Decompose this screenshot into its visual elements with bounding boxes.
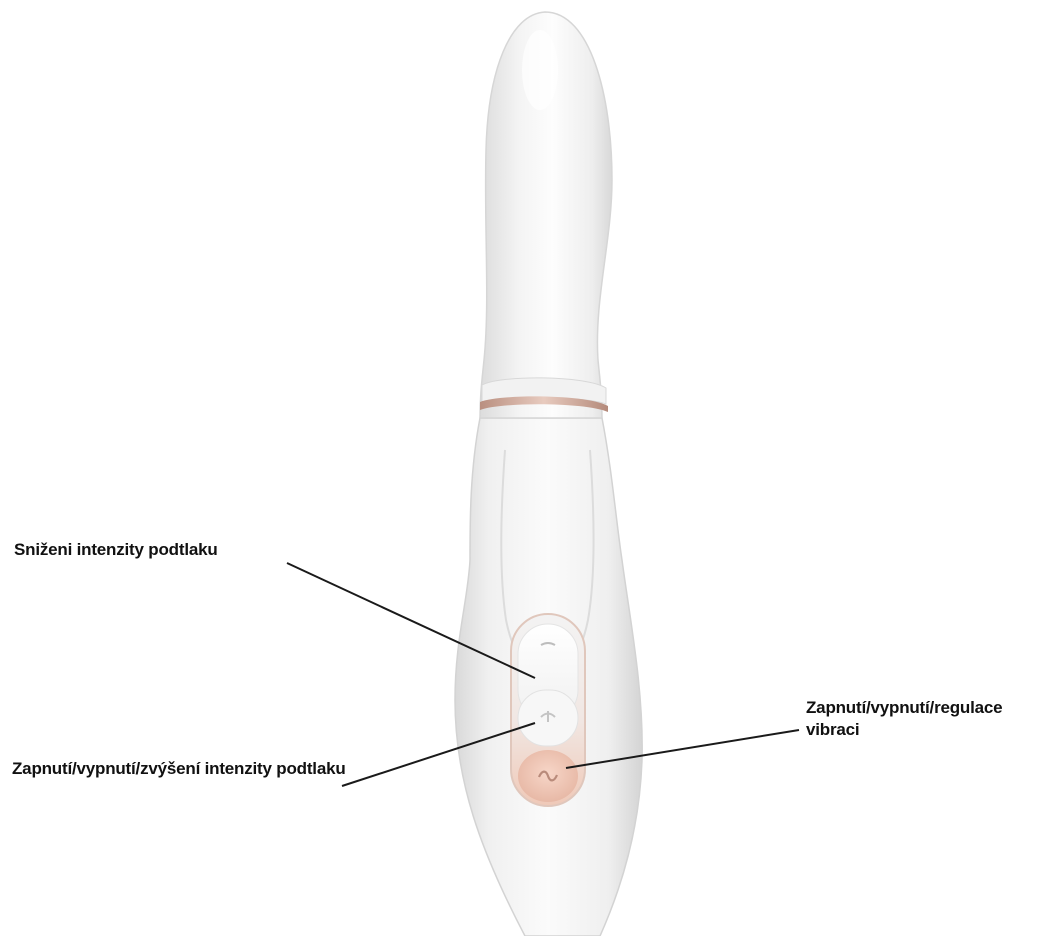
label-power-increase-suction: Zapnutí/vypnutí/zvýšení intenzity podtla… <box>12 758 352 780</box>
label-power-vibration: Zapnutí/vypnutí/regulace vibraci <box>806 697 1056 741</box>
label-decrease-suction: Sniženi intenzity podtlaku <box>14 539 218 561</box>
